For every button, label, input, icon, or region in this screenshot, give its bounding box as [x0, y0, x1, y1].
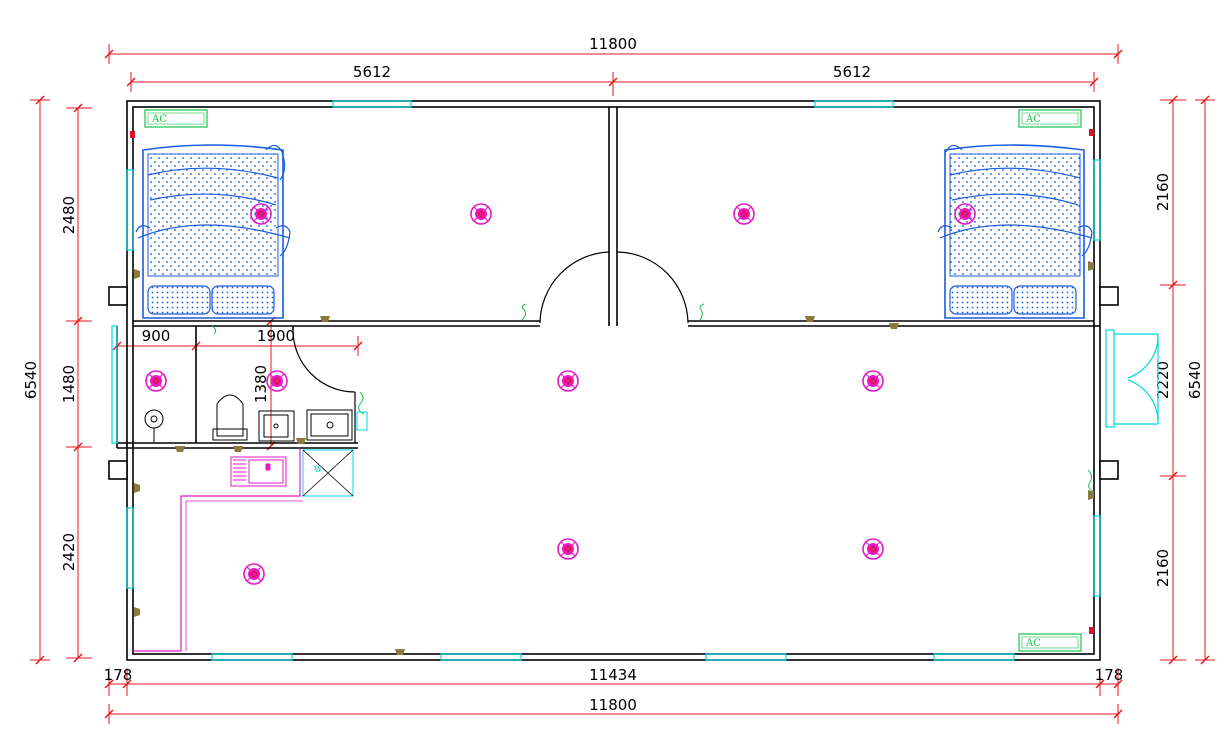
washer-label: W	[314, 465, 323, 474]
dim-left-bottom: 2420	[60, 533, 78, 571]
windows	[111, 100, 1101, 661]
dim-right-total: 6540	[1186, 361, 1204, 399]
walls	[108, 100, 1119, 661]
dim-right-mid: 2220	[1154, 361, 1172, 399]
door-swing-icon	[292, 251, 689, 443]
dim-left-total: 6540	[22, 361, 40, 399]
ceiling-light-icon	[243, 563, 265, 585]
power-socket-icon	[134, 261, 1094, 655]
ceiling-light-icon	[470, 203, 492, 225]
dim-bath-height: 1380	[252, 365, 270, 403]
ac-unit-icon: AC	[1018, 633, 1082, 652]
dim-top-right: 5612	[833, 63, 871, 81]
ceiling-light-icon	[557, 538, 579, 560]
washer-icon: W	[302, 449, 354, 497]
ac-label: AC	[1025, 638, 1041, 649]
dim-bottom-total: 11800	[589, 696, 637, 714]
ceiling-light-icon	[862, 538, 884, 560]
dimension-labels: 11800 5612 5612 11434 178 178 11800 6540…	[22, 35, 1204, 714]
kitchen-counter-inner	[185, 500, 303, 651]
entrance-door	[1105, 329, 1159, 428]
dim-right-top: 2160	[1154, 173, 1172, 211]
dim-top-total: 11800	[589, 35, 637, 53]
wall-marker-red	[130, 129, 1094, 634]
ceiling-light-icon	[266, 370, 288, 392]
dim-bottom-left-offset: 178	[104, 666, 133, 684]
ac-label: AC	[151, 114, 167, 125]
shower-icon	[144, 409, 164, 442]
ac-unit-icon: AC	[144, 109, 208, 128]
dim-bath-length: 1900	[257, 327, 295, 345]
ac-label: AC	[1025, 114, 1041, 125]
bed-icon	[937, 144, 1093, 319]
ceiling-light-icon	[145, 370, 167, 392]
dim-top-left: 5612	[353, 63, 391, 81]
dim-bottom-inner: 11434	[589, 666, 637, 684]
dim-left-top: 2480	[60, 196, 78, 234]
kitchen-counter	[133, 449, 301, 652]
switch-icon	[211, 303, 1095, 493]
kitchen-sink-icon	[230, 456, 287, 487]
dim-bath-width: 900	[142, 327, 171, 345]
dimension-lines	[30, 44, 1215, 724]
toilet-icon	[212, 394, 248, 441]
water-heater-icon	[356, 411, 368, 431]
dim-bottom-right-offset: 178	[1095, 666, 1124, 684]
ceiling-light-icon	[733, 203, 755, 225]
ceiling-light-icon	[862, 370, 884, 392]
ceiling-light-icon	[557, 370, 579, 392]
dim-right-bottom: 2160	[1154, 549, 1172, 587]
sink-icon	[258, 409, 353, 442]
bed-icon	[135, 144, 291, 319]
ac-unit-icon: AC	[1018, 109, 1082, 128]
dim-left-mid: 1480	[60, 365, 78, 403]
